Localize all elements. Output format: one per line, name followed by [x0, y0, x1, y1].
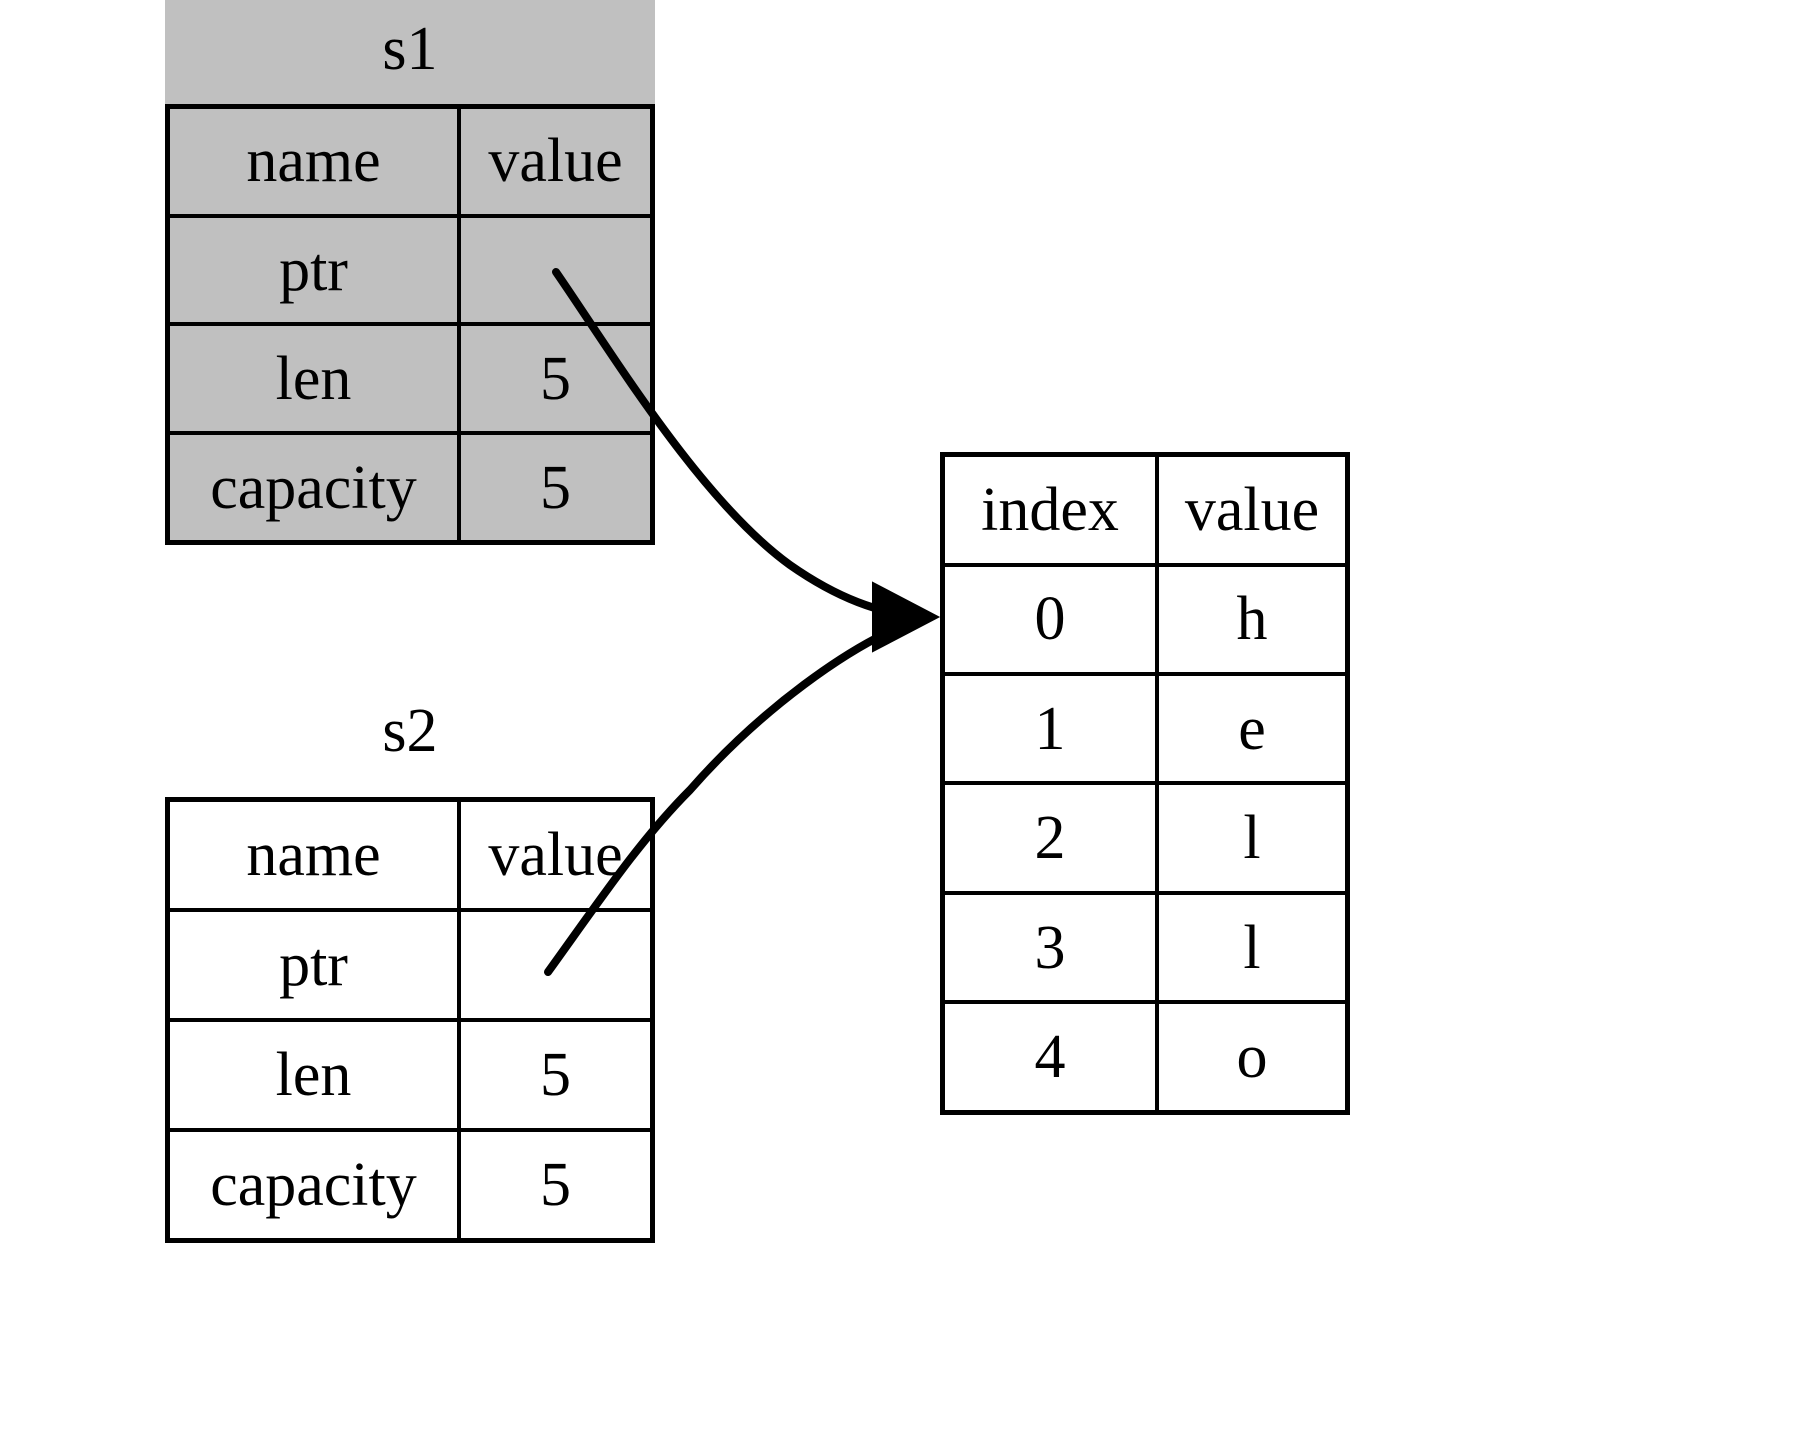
arrowhead-icon [872, 581, 941, 653]
s2-field-value-len: 5 [457, 1017, 655, 1132]
buffer-index-0: 0 [940, 562, 1159, 677]
buffer-value-4: o [1155, 1000, 1350, 1115]
s2-row-ptr: ptr [165, 908, 655, 1022]
s1-struct-table: name value ptr len 5 capacity 5 [165, 104, 655, 545]
buffer-row-2: 2 l [940, 781, 1350, 895]
buffer-row-1: 1 e [940, 672, 1350, 786]
buffer-row-3: 3 l [940, 890, 1350, 1005]
s1-field-name-capacity: capacity [165, 431, 461, 545]
s1-header-row: name value [165, 104, 655, 218]
s2-row-capacity: capacity 5 [165, 1127, 655, 1243]
s1-field-value-ptr [457, 213, 655, 327]
s1-row-capacity: capacity 5 [165, 431, 655, 545]
buffer-header-value: value [1155, 452, 1350, 567]
buffer-header-index: index [940, 452, 1159, 567]
buffer-value-3: l [1155, 890, 1350, 1005]
buffer-table: index value 0 h 1 e 2 l 3 l 4 o [940, 452, 1350, 1115]
buffer-value-1: e [1155, 672, 1350, 786]
s2-row-len: len 5 [165, 1017, 655, 1132]
buffer-index-1: 1 [940, 672, 1159, 786]
s2-title: s2 [382, 697, 438, 765]
s2-header-name: name [165, 797, 461, 913]
s2-field-name-capacity: capacity [165, 1127, 461, 1243]
buffer-row-0: 0 h [940, 562, 1350, 677]
s2-field-value-ptr [457, 908, 655, 1022]
s2-struct-table: name value ptr len 5 capacity 5 [165, 797, 655, 1243]
buffer-value-0: h [1155, 562, 1350, 677]
s1-title: s1 [382, 15, 438, 83]
buffer-index-3: 3 [940, 890, 1159, 1005]
s1-header-value: value [457, 104, 655, 218]
buffer-value-2: l [1155, 781, 1350, 895]
s1-row-ptr: ptr [165, 213, 655, 327]
buffer-header-row: index value [940, 452, 1350, 567]
buffer-row-4: 4 o [940, 1000, 1350, 1115]
buffer-index-2: 2 [940, 781, 1159, 895]
buffer-index-4: 4 [940, 1000, 1159, 1115]
s1-field-name-len: len [165, 322, 461, 436]
s2-header-value: value [457, 797, 655, 913]
s2-field-name-len: len [165, 1017, 461, 1132]
s2-field-name-ptr: ptr [165, 908, 461, 1022]
s1-field-value-len: 5 [457, 322, 655, 436]
s1-title-backdrop [165, 0, 655, 104]
s1-field-name-ptr: ptr [165, 213, 461, 327]
s1-header-name: name [165, 104, 461, 218]
s2-header-row: name value [165, 797, 655, 913]
s2-field-value-capacity: 5 [457, 1127, 655, 1243]
s1-field-value-capacity: 5 [457, 431, 655, 545]
s1-row-len: len 5 [165, 322, 655, 436]
